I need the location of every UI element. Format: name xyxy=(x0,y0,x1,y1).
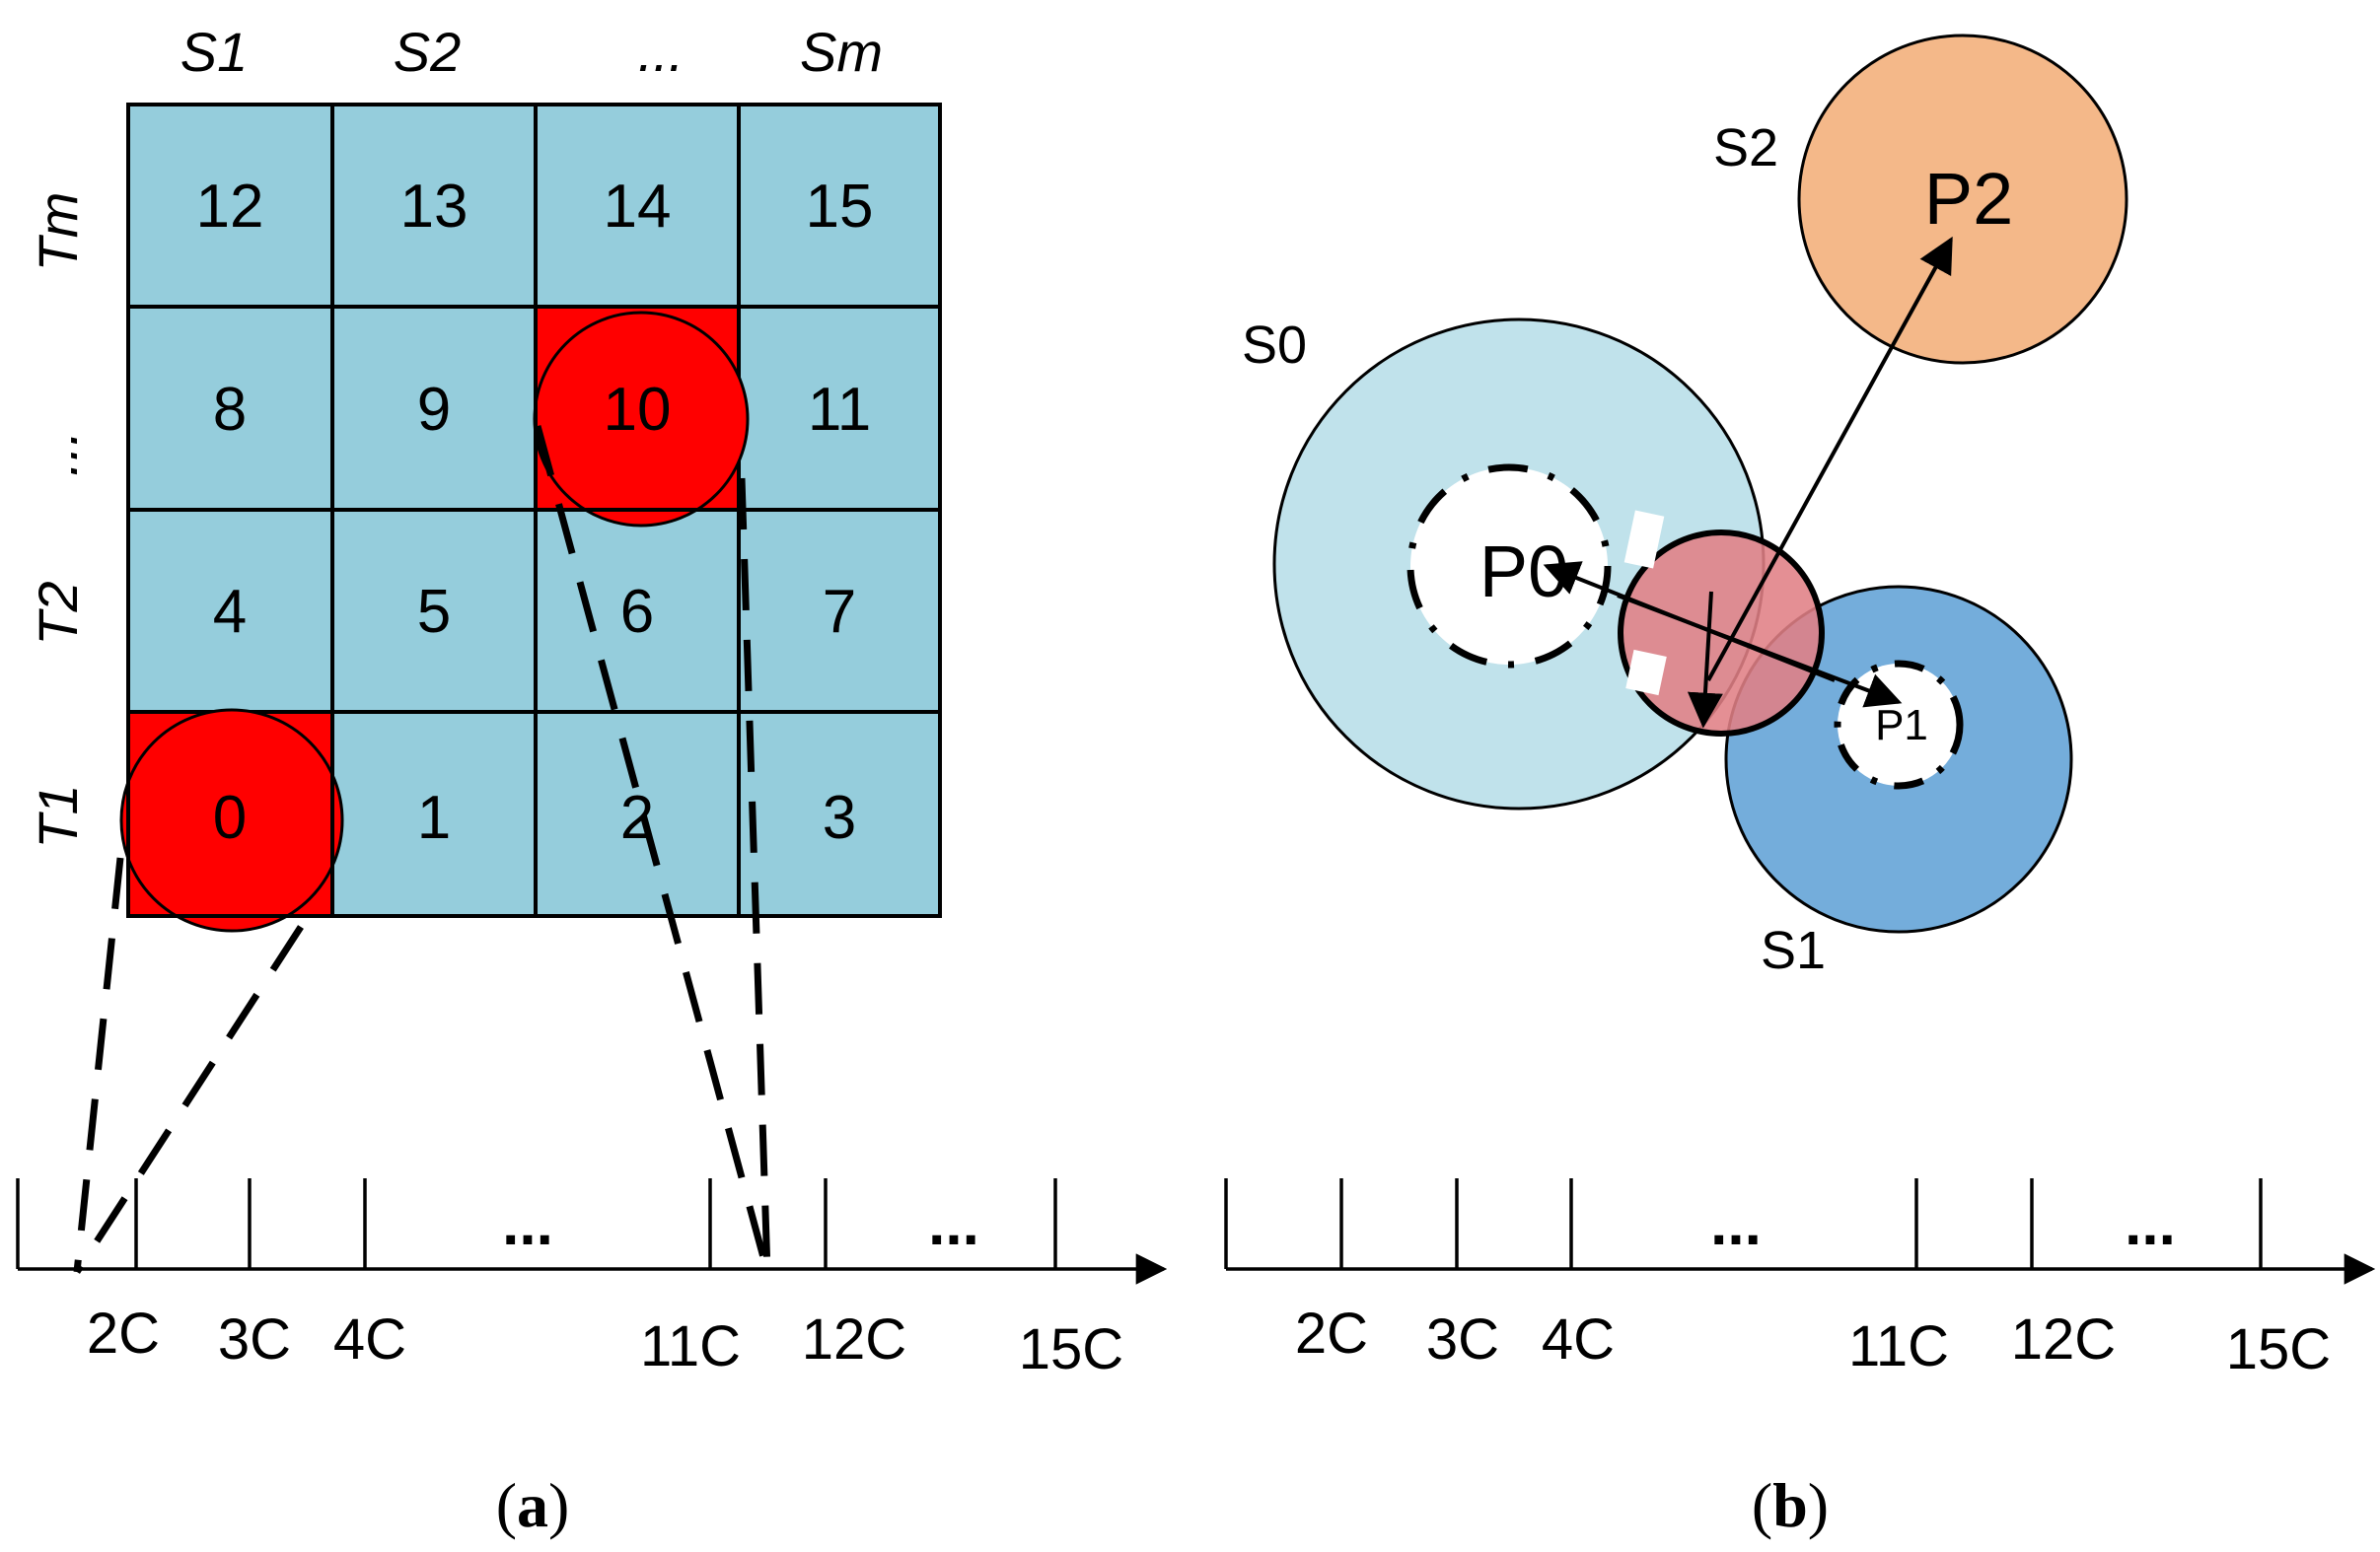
col-header-s1: S1 xyxy=(180,21,249,83)
sphere-label-s0: S0 xyxy=(1242,316,1307,375)
arrow-down xyxy=(1687,591,1723,729)
query-tag xyxy=(1625,649,1667,696)
grid xyxy=(126,103,942,918)
row-header-ellipsis: ... xyxy=(27,431,89,477)
projection-lines xyxy=(73,425,771,1274)
axis-b-labels: 2C 3C 4C 11C 12C 15C xyxy=(1295,1302,2331,1381)
point-label-p1: P1 xyxy=(1875,701,1928,749)
cell-label: 3 xyxy=(823,784,856,852)
grid-cell xyxy=(126,103,334,309)
axis-tick-label: 3C xyxy=(218,1307,291,1372)
sphere-label-s1: S1 xyxy=(1761,921,1826,980)
axis-a xyxy=(16,1178,1168,1285)
cell-label: 14 xyxy=(604,173,672,241)
sphere-s0-inner xyxy=(1406,463,1612,669)
col-header-ellipsis: ... xyxy=(638,21,685,83)
axis-b-ellipsis-2: ... xyxy=(2125,1190,2176,1258)
grid-cell xyxy=(534,103,741,309)
cell-label: 4 xyxy=(213,578,247,646)
arrow-to-p1 xyxy=(1617,594,1903,708)
cell-label: 15 xyxy=(806,173,874,241)
cell-labels: 12 13 14 15 8 9 10 11 4 5 6 7 0 1 2 3 xyxy=(196,173,874,852)
cell-label: 12 xyxy=(196,173,264,241)
axis-a-ellipsis-2: ... xyxy=(928,1190,979,1258)
axis-tick-label: 11C xyxy=(640,1314,741,1378)
cell-label: 11 xyxy=(808,376,871,444)
grid-cell xyxy=(330,305,538,512)
col-header-s2: S2 xyxy=(394,21,462,83)
grid-cell xyxy=(330,710,538,918)
axis-tick-label: 4C xyxy=(333,1307,406,1372)
sphere-label-s2: S2 xyxy=(1713,118,1778,177)
cell-label: 9 xyxy=(417,376,451,444)
grid-cell xyxy=(330,508,538,714)
axis-b-ellipsis-1: ... xyxy=(1710,1190,1762,1258)
query-tag xyxy=(1623,510,1665,569)
cell-label: 8 xyxy=(213,376,247,444)
axis-tick-label: 12C xyxy=(2011,1307,2116,1372)
axis-tick-label: 15C xyxy=(2226,1317,2331,1381)
caption-a: (a) xyxy=(496,1470,570,1540)
col-header-sm: Sm xyxy=(800,21,883,83)
grid-cell xyxy=(737,508,942,714)
axis-b xyxy=(1224,1178,2376,1285)
cell-label: 7 xyxy=(823,578,856,646)
cell-label: 6 xyxy=(620,578,654,646)
axis-a-labels: 2C 3C 4C 11C 12C 15C xyxy=(87,1302,1123,1381)
axis-tick-label: 3C xyxy=(1426,1307,1499,1372)
axis-tick-label: 12C xyxy=(802,1307,906,1372)
axis-tick-label: 2C xyxy=(87,1302,160,1366)
row-header-t1: T1 xyxy=(27,784,89,848)
panel-a: S1 S2 ... Sm Tm ... T2 T1 xyxy=(16,21,1168,1540)
axis-tick-label: 4C xyxy=(1542,1307,1615,1372)
highlight-circle-0 xyxy=(119,708,344,933)
grid-cell xyxy=(330,103,538,309)
row-header-tm: Tm xyxy=(27,192,89,272)
cell-label: 13 xyxy=(400,173,469,241)
arrows xyxy=(1543,236,1953,729)
cell-label: 0 xyxy=(213,784,247,852)
cell-label: 5 xyxy=(417,578,451,646)
cell-label: 10 xyxy=(604,376,672,444)
axis-a-ellipsis-1: ... xyxy=(502,1190,553,1258)
axis-tick-label: 11C xyxy=(1848,1314,1949,1378)
point-label-p0: P0 xyxy=(1479,530,1569,612)
point-label-p2: P2 xyxy=(1924,158,2014,240)
arrow-to-p2 xyxy=(1706,236,1953,681)
grid-cell xyxy=(737,103,942,309)
axis-tick-label: 2C xyxy=(1295,1302,1368,1366)
sphere-s2 xyxy=(1797,34,2128,365)
grid-cell xyxy=(737,710,942,918)
row-header-t2: T2 xyxy=(27,581,89,645)
axis-tick-label: 15C xyxy=(1019,1317,1123,1381)
panel-b: P0 P1 P2 S0 S2 S1 ... ... 2C 3C 4C 11C 1… xyxy=(1224,34,2376,1540)
caption-b: (b) xyxy=(1752,1470,1829,1540)
cell-label: 1 xyxy=(417,784,451,852)
grid-overlay xyxy=(126,305,739,918)
